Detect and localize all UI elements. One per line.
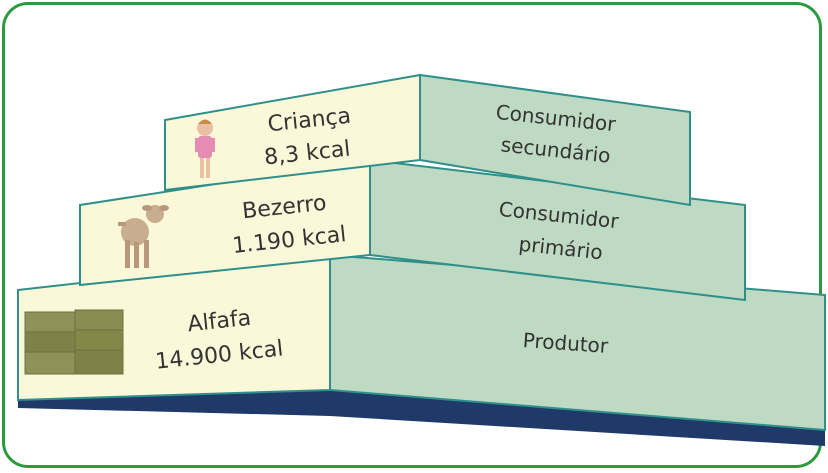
base-role-line1: Produtor — [522, 328, 610, 358]
top-side-face — [419, 73, 691, 207]
base-shadow — [18, 388, 825, 446]
calf-icon — [118, 205, 169, 268]
hay-bales-icon — [24, 309, 124, 375]
child-icon — [195, 119, 215, 178]
